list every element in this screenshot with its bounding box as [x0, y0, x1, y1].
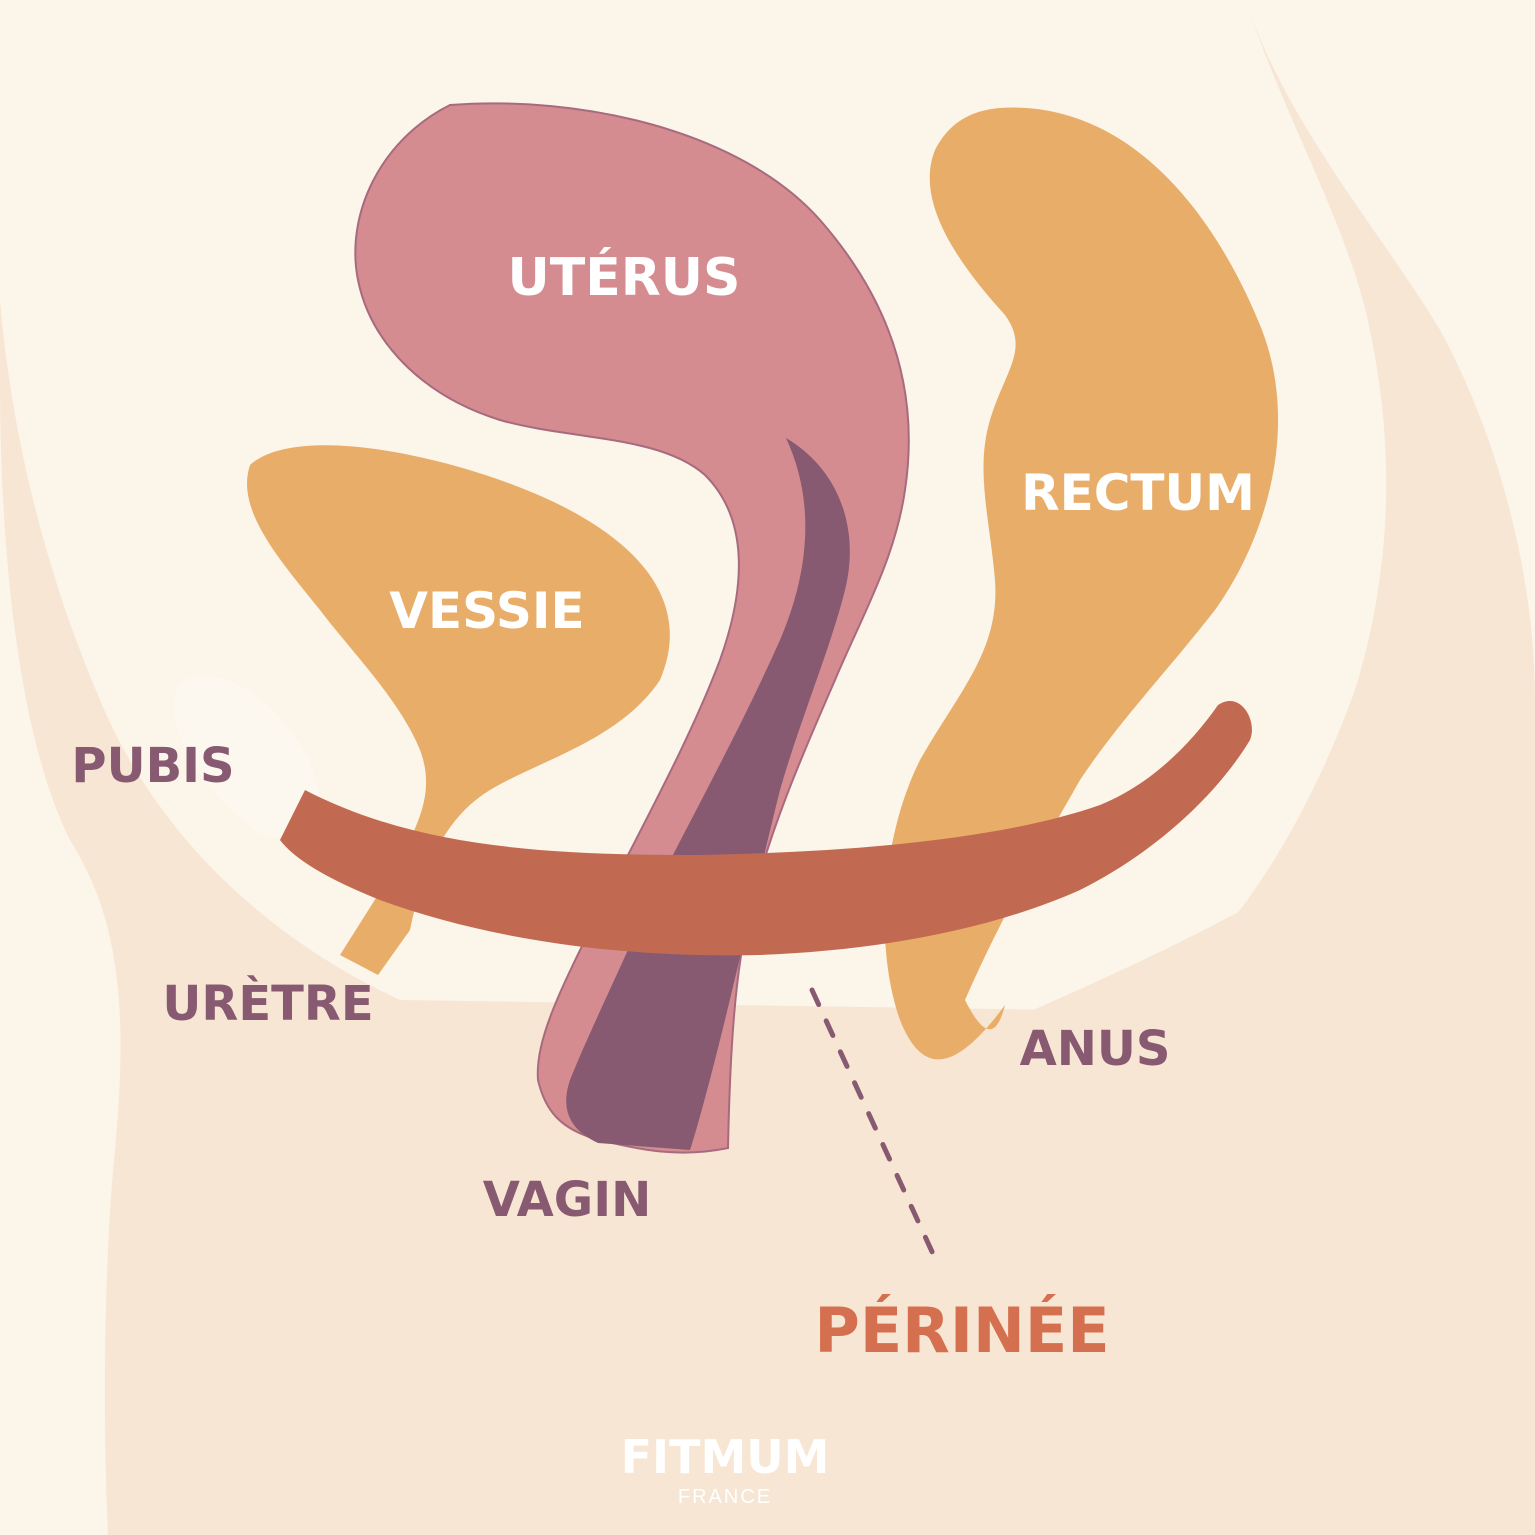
logo-wordmark: FITMUM	[621, 1430, 830, 1484]
rectum-organ	[884, 107, 1279, 1060]
perineum-muscle	[280, 700, 1252, 956]
uterus-label: UTÉRUS	[508, 247, 741, 308]
rectum-label: RECTUM	[1021, 464, 1255, 522]
logo-tagline: FRANCE	[678, 1486, 772, 1508]
perineum-pointer-line	[809, 987, 937, 1259]
vagina-label: VAGIN	[483, 1172, 651, 1228]
urethra-label: URÈTRE	[162, 975, 373, 1032]
perineal-region	[200, 900, 1270, 1300]
uterus-organ	[354, 102, 910, 1154]
vaginal-canal	[566, 438, 850, 1150]
bladder-organ	[247, 445, 670, 975]
pubis-label: PUBIS	[71, 738, 234, 794]
anus-label: ANUS	[1020, 1021, 1171, 1077]
pubis-bone	[173, 675, 320, 838]
bladder-label: VESSIE	[389, 582, 584, 640]
perineum-label: PÉRINÉE	[814, 1294, 1109, 1367]
